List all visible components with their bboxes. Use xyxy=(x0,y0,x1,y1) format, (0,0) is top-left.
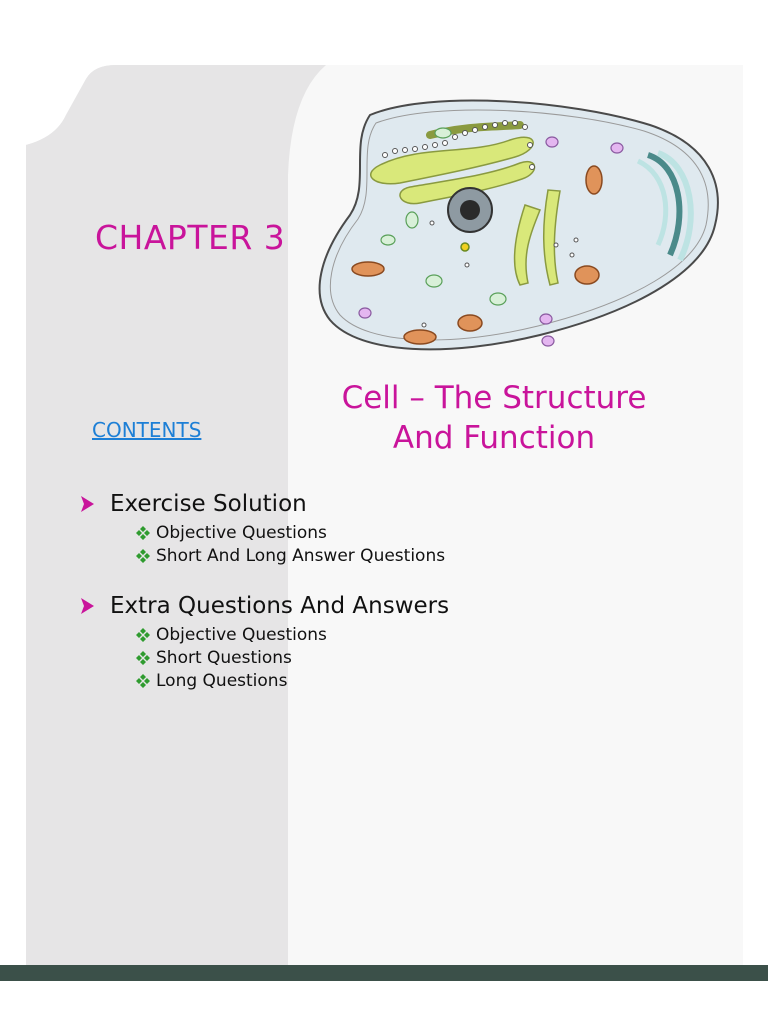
arrow-right-icon xyxy=(81,598,94,614)
section-label: Extra Questions And Answers xyxy=(110,593,450,619)
panel-corner-shape xyxy=(26,65,326,965)
chapter-heading: CHAPTER 3 xyxy=(95,218,286,257)
cell-illustration xyxy=(318,99,719,351)
list-item-label: Short And Long Answer Questions xyxy=(156,545,446,566)
list-item-label: Long Questions xyxy=(156,670,288,691)
list-item[interactable]: Long Questions xyxy=(78,669,449,692)
list-item-label: Objective Questions xyxy=(156,624,327,645)
list-item[interactable]: Short And Long Answer Questions xyxy=(78,544,445,567)
section-exercise-solution: Exercise Solution Objective Questions Sh… xyxy=(78,487,445,567)
list-item-label: Objective Questions xyxy=(156,522,327,543)
section-label: Exercise Solution xyxy=(110,491,307,517)
diamond-cluster-icon xyxy=(136,548,150,563)
list-item[interactable]: Short Questions xyxy=(78,646,449,669)
sub-list: Objective Questions Short And Long Answe… xyxy=(78,521,445,567)
section-heading[interactable]: Exercise Solution xyxy=(78,487,445,521)
chapter-title: Cell – The Structure And Function xyxy=(318,378,670,458)
list-item[interactable]: Objective Questions xyxy=(78,521,445,544)
section-extra-questions: Extra Questions And Answers Objective Qu… xyxy=(78,589,449,692)
list-item-label: Short Questions xyxy=(156,647,292,668)
diamond-cluster-icon xyxy=(136,627,150,642)
section-heading[interactable]: Extra Questions And Answers xyxy=(78,589,449,623)
list-item[interactable]: Objective Questions xyxy=(78,623,449,646)
chapter-title-line-1: Cell – The Structure xyxy=(341,380,647,416)
contents-link[interactable]: CONTENTS xyxy=(92,418,202,442)
diamond-cluster-icon xyxy=(136,525,150,540)
diamond-cluster-icon xyxy=(136,673,150,688)
chapter-title-line-2: And Function xyxy=(392,420,596,456)
footer-bar xyxy=(0,965,768,981)
arrow-right-icon xyxy=(81,496,94,512)
diamond-cluster-icon xyxy=(136,650,150,665)
sub-list: Objective Questions Short Questions Long… xyxy=(78,623,449,692)
